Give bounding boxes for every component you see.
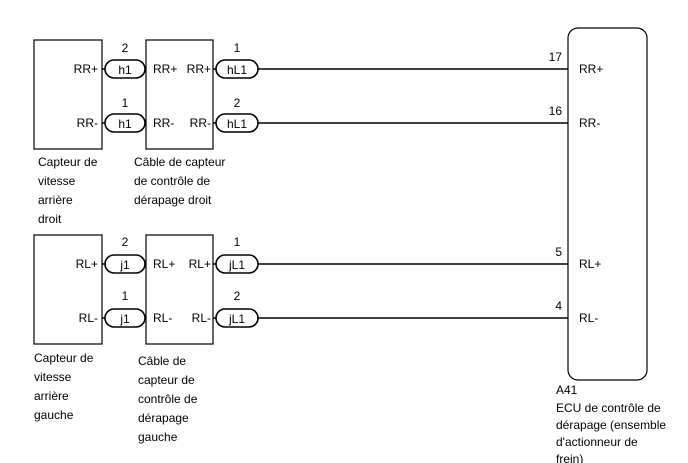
connector-j1-lower-pin: 1 (122, 289, 129, 303)
ecu-pin-number-rr-plus: 17 (549, 50, 563, 64)
connector-jL1-lower: jL1 2 (215, 289, 259, 328)
cable-rear-left-right-plus: RL+ (189, 257, 211, 271)
connector-jL1-upper-pin: 1 (234, 235, 241, 249)
connector-j1-upper-pin: 2 (122, 235, 129, 249)
ecu-pin-name-rl-plus: RL+ (579, 257, 601, 271)
ecu-box (567, 27, 648, 381)
connector-hL1-lower-pin: 2 (234, 96, 241, 110)
sensor-rear-left-box (33, 234, 103, 345)
connector-jL1-lower-pin: 2 (234, 289, 241, 303)
cable-rear-left-left-plus: RL+ (153, 257, 175, 271)
cable-rear-left-left-minus: RL- (153, 311, 172, 325)
svg-text:h1: h1 (118, 117, 132, 131)
ecu-caption: ECU de contrôle de dérapage (ensemble d'… (556, 401, 669, 463)
ecu-pin-number-rr-minus: 16 (549, 104, 563, 118)
svg-text:j1: j1 (119, 312, 130, 326)
connector-hL1-lower: hL1 2 (215, 96, 259, 133)
sensor-rear-right-box (33, 39, 103, 150)
svg-text:h1: h1 (118, 63, 132, 77)
ecu-id: A41 (556, 383, 578, 397)
cable-rear-right-right-plus: RR+ (187, 62, 211, 76)
connector-h1-lower-pin: 1 (122, 96, 129, 110)
connector-j1-upper: j1 2 (104, 235, 146, 274)
cable-rear-right-caption: Câble de capteur de contrôle de dérapage… (134, 155, 229, 207)
sensor-rear-left-pin-minus: RL- (79, 311, 98, 325)
svg-text:hL1: hL1 (227, 117, 247, 131)
sensor-rear-left-pin-plus: RL+ (76, 257, 98, 271)
cable-rear-right-left-plus: RR+ (153, 62, 177, 76)
svg-text:hL1: hL1 (227, 63, 247, 77)
connector-h1-upper-pin: 2 (122, 41, 129, 55)
svg-text:j1: j1 (119, 258, 130, 272)
svg-text:jL1: jL1 (228, 258, 245, 272)
sensor-rear-right-caption: Capteur de vitesse arrière droit (38, 155, 101, 226)
svg-text:jL1: jL1 (228, 312, 245, 326)
ecu-pin-number-rl-plus: 5 (555, 245, 562, 259)
sensor-rear-right-pin-plus: RR+ (74, 62, 98, 76)
cable-rear-right-box (145, 39, 214, 150)
connector-jL1-upper: jL1 1 (215, 235, 259, 274)
cable-rear-left-right-minus: RL- (192, 311, 211, 325)
cable-rear-right-right-minus: RR- (190, 116, 211, 130)
ecu-pin-name-rr-plus: RR+ (579, 62, 603, 76)
connector-h1-upper: h1 2 (104, 41, 146, 79)
cable-rear-left-caption: Câble de capteur de contrôle de dérapage… (138, 354, 201, 444)
connector-h1-lower: h1 1 (104, 96, 146, 133)
connector-j1-lower: j1 1 (104, 289, 146, 328)
sensor-rear-left-caption: Capteur de vitesse arrière gauche (34, 351, 97, 422)
ecu-pin-name-rl-minus: RL- (579, 311, 598, 325)
cable-rear-left-box (145, 234, 214, 345)
connector-hL1-upper-pin: 1 (234, 41, 241, 55)
connector-hL1-upper: hL1 1 (215, 41, 259, 79)
ecu-pin-number-rl-minus: 4 (555, 299, 562, 313)
ecu-pin-name-rr-minus: RR- (579, 116, 600, 130)
sensor-rear-right-pin-minus: RR- (77, 116, 98, 130)
cable-rear-right-left-minus: RR- (153, 116, 174, 130)
